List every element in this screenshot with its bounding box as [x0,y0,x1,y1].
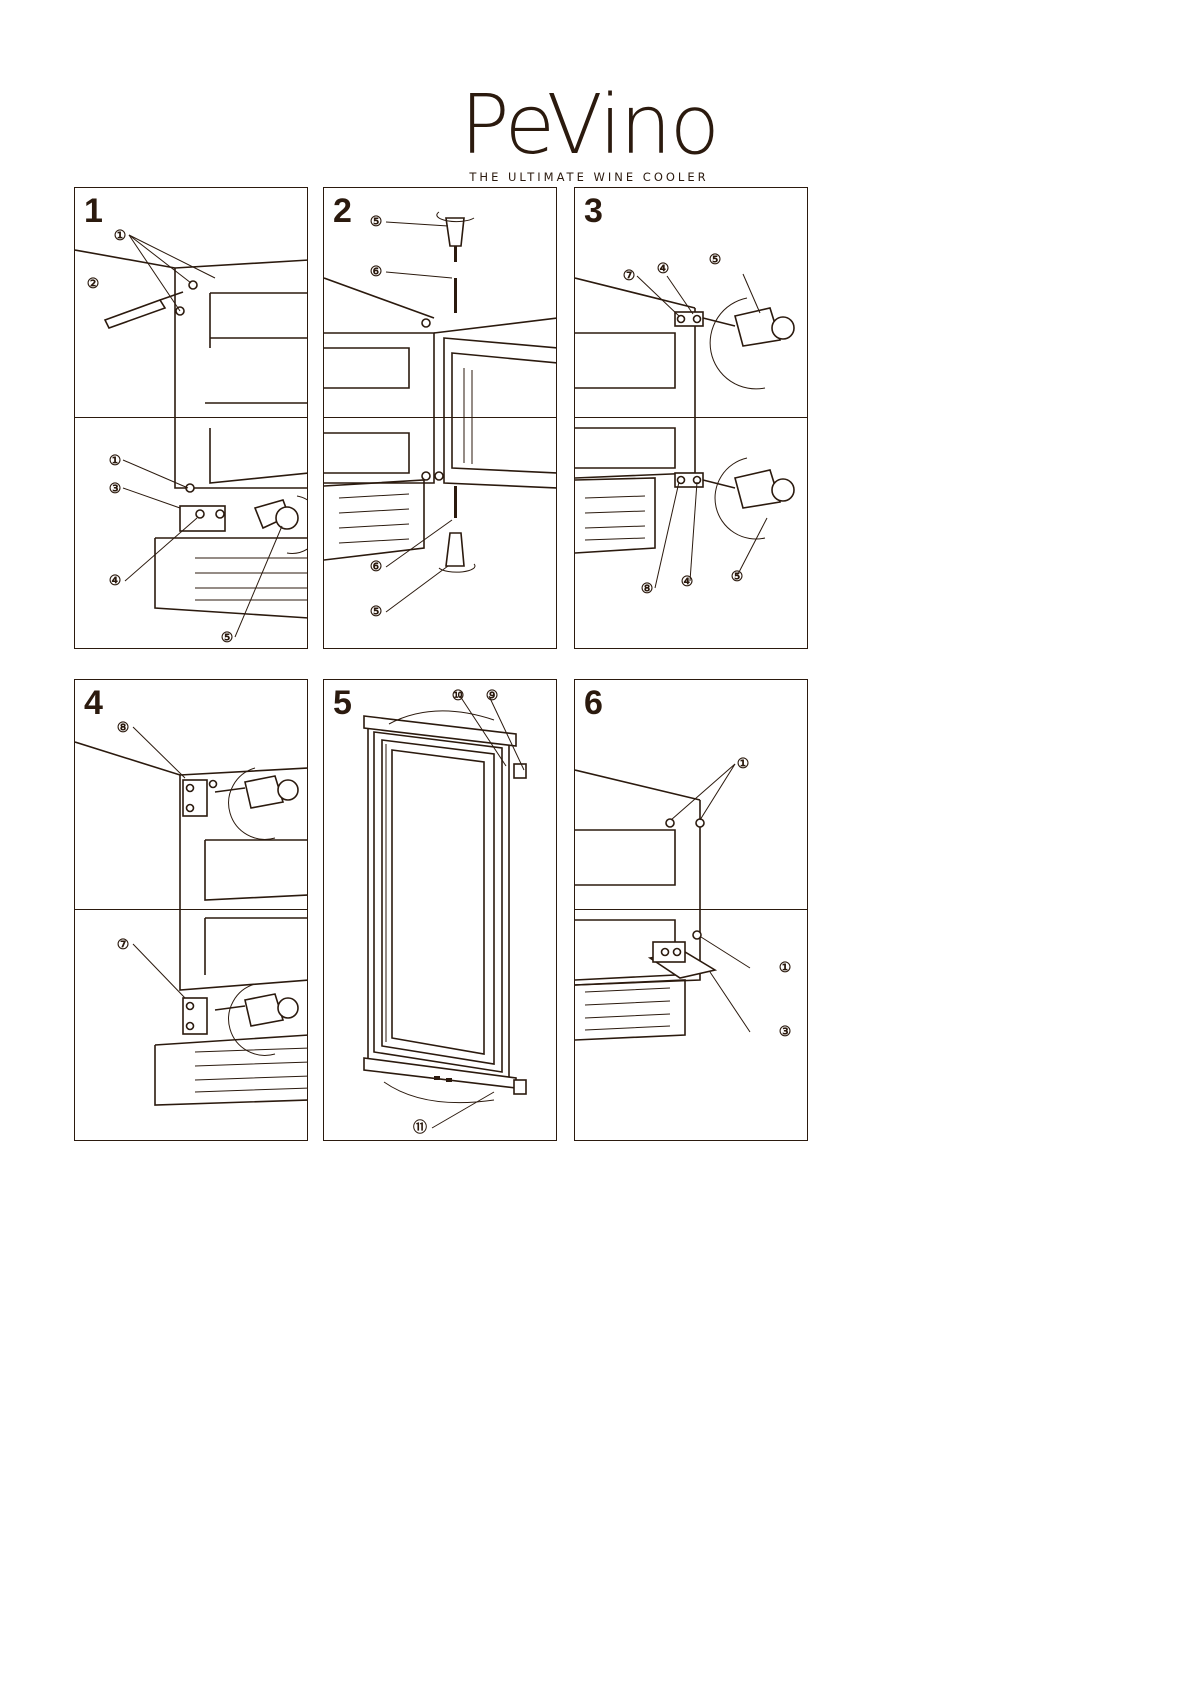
step-5-illustration: ⑩ ⑨ ⑪ [324,680,557,1141]
callout: ⑤ [370,603,383,619]
step-number: 1 [84,191,103,231]
step-4-illustration: ⑧ ⑦ [75,680,308,1141]
step-3-illustration: DA ⑦ ④ ⑤ ⑧ ④ ⑤ [575,188,808,649]
callout: ③ [779,1023,792,1039]
callout: ⑪ [413,1119,427,1135]
step-panel-6: ① ① ③ 6 [574,679,808,1141]
callout: ① [114,227,127,243]
logo-wordmark: PeVino [460,82,718,170]
callout: ① [779,959,792,975]
callout: ⑦ [623,267,636,283]
logo-tagline: THE ULTIMATE WINE COOLER [460,170,718,184]
callout: ② [87,275,100,291]
callout: ⑥ [370,263,383,279]
callout: ③ [109,480,122,496]
callout: ⑤ [709,251,722,267]
callout: ⑤ [370,213,383,229]
callout: ⑩ [452,687,465,703]
step-number: 4 [84,683,103,723]
callout: ⑥ [370,558,383,574]
callout: ④ [657,260,670,276]
callout: ⑦ [117,936,130,952]
callout: ⑤ [731,568,744,584]
step-panel-4: ⑧ ⑦ 4 [74,679,308,1141]
step-panel-1: ① ② ① ③ ④ ⑤ 1 [74,187,308,649]
step-panel-5: ⑩ ⑨ ⑪ 5 [323,679,557,1141]
callout: ④ [109,572,122,588]
step-panel-2: ⑤ ⑥ ⑥ ⑤ 2 [323,187,557,649]
brand-logo: PeVino THE ULTIMATE WINE COOLER [460,82,718,182]
callout: ① [737,755,750,771]
step-1-illustration: ① ② ① ③ ④ ⑤ [75,188,308,649]
callout: ⑨ [486,687,499,703]
callout: ④ [681,573,694,589]
callout: ⑧ [641,580,654,596]
callout: ⑤ [221,629,234,645]
step-number: 3 [584,191,603,231]
step-number: 6 [584,683,603,723]
step-2-illustration: ⑤ ⑥ ⑥ ⑤ [324,188,557,649]
step-number: 2 [333,191,352,231]
step-6-illustration: ① ① ③ [575,680,808,1141]
callout: ① [109,452,122,468]
step-panel-3: DA ⑦ ④ ⑤ ⑧ ④ ⑤ 3 [574,187,808,649]
callout: ⑧ [117,719,130,735]
step-number: 5 [333,683,352,723]
